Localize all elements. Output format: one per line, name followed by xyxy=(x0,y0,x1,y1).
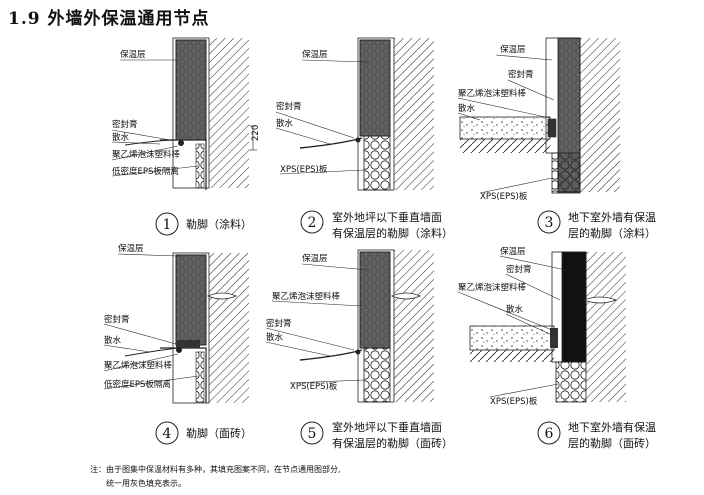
d3-label-apron: 散水 xyxy=(458,103,476,114)
d5-label-apron: 散水 xyxy=(266,332,284,343)
note-line-2: 统一用灰色填充表示。 xyxy=(106,479,186,488)
d4-label-sealant: 密封膏 xyxy=(104,314,130,325)
caption-5-number: 5 xyxy=(308,426,317,442)
caption-6-text-line1: 地下室外墙有保温 xyxy=(568,420,656,434)
caption-4: 4 勒脚（面砖） xyxy=(155,421,252,445)
d5-label-pe-rod: 聚乙烯泡沫塑料棒 xyxy=(272,291,341,302)
caption-2-text-line2: 有保温层的勒脚（涂料） xyxy=(332,226,453,240)
d1-label-low-density-eps: 低密度EPS板隔离 xyxy=(112,166,179,177)
d3-label-pe-rod: 聚乙烯泡沫塑料棒 xyxy=(458,88,527,99)
d6-label-sealant: 密封膏 xyxy=(506,264,532,275)
detail-5 xyxy=(265,249,434,403)
d5-label-sealant: 密封膏 xyxy=(266,318,292,329)
d6-label-xps: XPS(EPS)板 xyxy=(490,396,538,407)
caption-6-text-line2: 层的勒脚（面砖） xyxy=(568,436,656,450)
d2-label-sealant: 密封膏 xyxy=(276,101,302,112)
caption-5-text-line2: 有保温层的勒脚（面砖） xyxy=(332,436,453,450)
note-line-1: 注：由于图集中保温材料有多种，其填充图案不同，在节点通用图部分, xyxy=(90,465,341,474)
caption-3-text-line2: 层的勒脚（涂料） xyxy=(568,226,656,240)
caption-6: 6 地下室外墙有保温 层的勒脚（面砖） xyxy=(537,420,656,450)
d1-label-insulation: 保温层 xyxy=(120,49,146,60)
d3-label-sealant: 密封膏 xyxy=(508,69,534,80)
d4-label-insulation: 保温层 xyxy=(118,243,144,254)
d3-label-insulation: 保温层 xyxy=(500,44,526,55)
caption-6-number: 6 xyxy=(545,426,554,442)
detail-1 xyxy=(111,37,249,190)
d1-label-apron: 散水 xyxy=(112,132,130,143)
d1-label-sealant: 密封膏 xyxy=(112,119,138,130)
caption-4-text: 勒脚（面砖） xyxy=(186,426,252,440)
d5-label-xps: XPS(EPS)板 xyxy=(290,381,338,392)
caption-3-text-line1: 地下室外墙有保温 xyxy=(568,210,656,224)
page-title: 1.9 外墙外保温通用节点 xyxy=(8,9,210,29)
caption-5: 5 室外地坪以下垂直墙面 有保温层的勒脚（面砖） xyxy=(300,420,453,450)
caption-5-text-line1: 室外地坪以下垂直墙面 xyxy=(332,420,442,434)
d4-label-apron: 散水 xyxy=(104,335,122,346)
detail-2 xyxy=(249,37,434,191)
d6-label-pe-rod: 聚乙烯泡沫塑料棒 xyxy=(458,282,527,293)
detail-3 xyxy=(457,37,620,194)
d6-label-insulation: 保温层 xyxy=(500,246,526,257)
caption-1: 1 勒脚（涂料） xyxy=(155,212,252,236)
caption-1-number: 1 xyxy=(163,217,172,233)
d2-label-xps: XPS(EPS)板 xyxy=(280,164,328,175)
d2-label-apron: 散水 xyxy=(276,118,294,129)
caption-2-text-line1: 室外地坪以下垂直墙面 xyxy=(332,210,442,224)
d1-label-pe-rod: 聚乙烯泡沫塑料棒 xyxy=(112,149,181,160)
caption-1-text: 勒脚（涂料） xyxy=(186,217,252,231)
d2-label-insulation: 保温层 xyxy=(302,49,328,60)
d4-label-pe-rod: 聚乙烯泡沫塑料棒 xyxy=(104,360,173,371)
d4-label-low-density-eps: 低密度EPS板隔离 xyxy=(104,379,171,390)
d6-label-apron: 散水 xyxy=(506,304,524,315)
d2-dim-220: 220 xyxy=(251,125,261,141)
d3-label-xps: XPS(EPS)板 xyxy=(480,191,528,202)
detail-4 xyxy=(103,252,249,404)
caption-2: 2 室外地坪以下垂直墙面 有保温层的勒脚（涂料） xyxy=(300,210,453,240)
caption-3: 3 地下室外墙有保温 层的勒脚（涂料） xyxy=(537,210,656,240)
d5-label-insulation: 保温层 xyxy=(302,253,328,264)
caption-2-number: 2 xyxy=(308,215,317,231)
caption-3-number: 3 xyxy=(545,215,554,231)
caption-4-number: 4 xyxy=(163,426,172,442)
detail-6 xyxy=(457,251,626,403)
